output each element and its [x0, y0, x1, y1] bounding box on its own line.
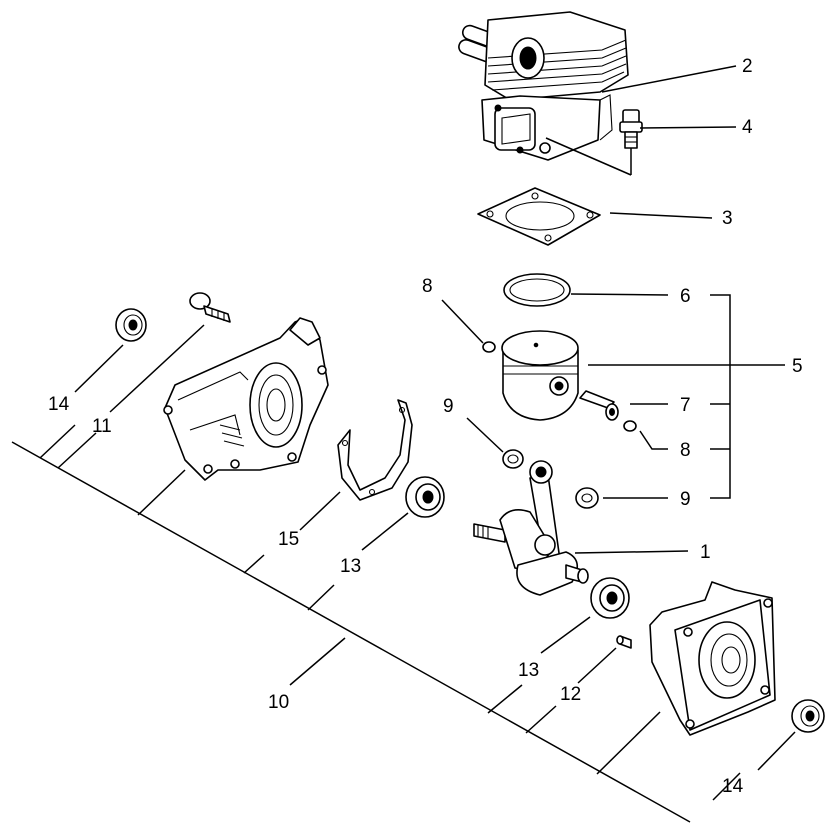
callout-8-upper: 8	[422, 276, 433, 297]
callout-labels: 1 2 3 4 5 6 7 8 8 9 9 10 11 12 13 13 14 …	[48, 56, 803, 797]
needle-bearing-part-left[interactable]	[502, 449, 524, 469]
needle-bearing-part-right[interactable]	[575, 487, 599, 509]
callout-2: 2	[742, 56, 753, 77]
callout-15: 15	[278, 529, 299, 550]
oil-seal-part-left[interactable]	[115, 308, 147, 342]
callout-7: 7	[680, 395, 691, 416]
callout-4: 4	[742, 117, 753, 138]
callout-13-right: 13	[518, 660, 539, 681]
callout-8-lower: 8	[680, 440, 691, 461]
callout-10: 10	[268, 692, 289, 713]
piston-part[interactable]	[501, 330, 579, 421]
callout-9-lower: 9	[680, 489, 691, 510]
cylinder-gasket-part[interactable]	[477, 187, 601, 246]
leader-lines	[74, 65, 796, 771]
callout-6: 6	[680, 286, 691, 307]
callout-13-left: 13	[340, 556, 361, 577]
oil-seal-part-right[interactable]	[791, 699, 825, 733]
crankcase-gasket-part[interactable]	[337, 399, 413, 501]
callout-9-upper: 9	[443, 396, 454, 417]
cylinder-part[interactable]	[457, 11, 629, 161]
crankcase-right-half-part[interactable]	[649, 581, 776, 736]
callout-12: 12	[560, 684, 581, 705]
callout-3: 3	[722, 208, 733, 229]
callout-1: 1	[700, 542, 711, 563]
crankshaft-part[interactable]	[473, 460, 589, 596]
piston-ring-part[interactable]	[503, 273, 571, 307]
ball-bearing-part-left[interactable]	[405, 476, 445, 518]
callout-14-right: 14	[722, 776, 744, 797]
callout-5: 5	[792, 356, 803, 377]
spark-plug-part[interactable]	[619, 109, 643, 155]
callout-11: 11	[92, 416, 112, 437]
dowel-pin-part[interactable]	[616, 635, 632, 649]
callout-14-left: 14	[48, 394, 70, 415]
circlip-part-upper[interactable]	[482, 341, 496, 353]
ball-bearing-part-right[interactable]	[590, 577, 630, 619]
crankcase-left-half-part[interactable]	[163, 317, 329, 481]
circlip-part-lower[interactable]	[623, 420, 637, 432]
piston-pin-part[interactable]	[579, 390, 619, 421]
assembly-baseline	[11, 424, 741, 823]
crankcase-bolt-part[interactable]	[189, 292, 231, 323]
